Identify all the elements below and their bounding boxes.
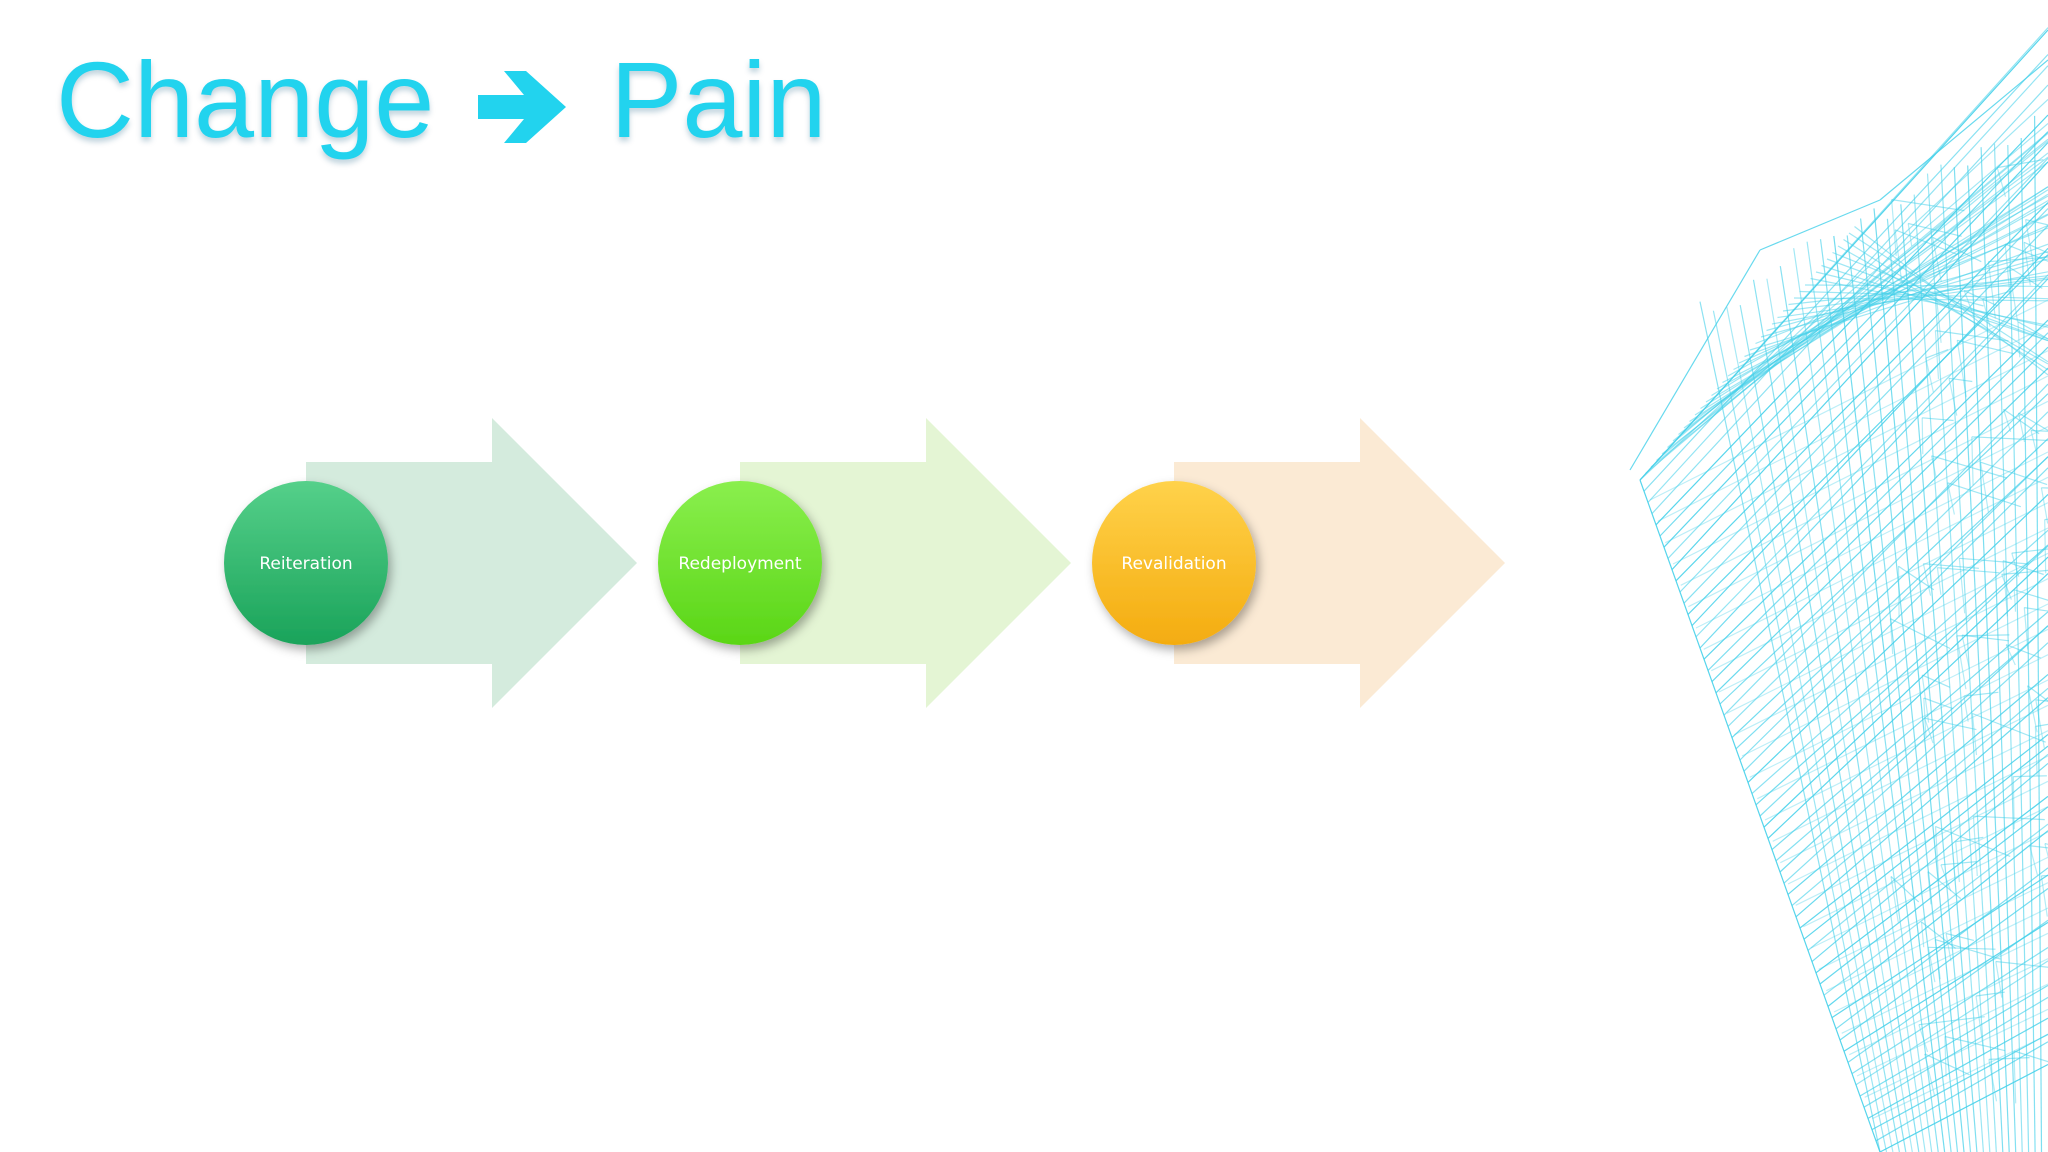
- title-left-word: Change: [56, 39, 435, 160]
- right-arrow-icon: [474, 58, 570, 143]
- stage-circle-2: [658, 481, 822, 645]
- stage-label-1: Reiteration: [259, 554, 352, 574]
- title-right-word: Pain: [610, 39, 827, 160]
- stage-circle-1: [224, 481, 388, 645]
- stage-arrow-1: [306, 418, 637, 708]
- stage-label-3: Revalidation: [1121, 554, 1226, 574]
- stage-arrow-2: [740, 418, 1071, 708]
- stage-label-2: Redeployment: [678, 554, 802, 574]
- stage-circle-3: [1092, 481, 1256, 645]
- slide-title: Change Pain: [56, 30, 827, 170]
- stage-arrow-3: [1174, 418, 1505, 708]
